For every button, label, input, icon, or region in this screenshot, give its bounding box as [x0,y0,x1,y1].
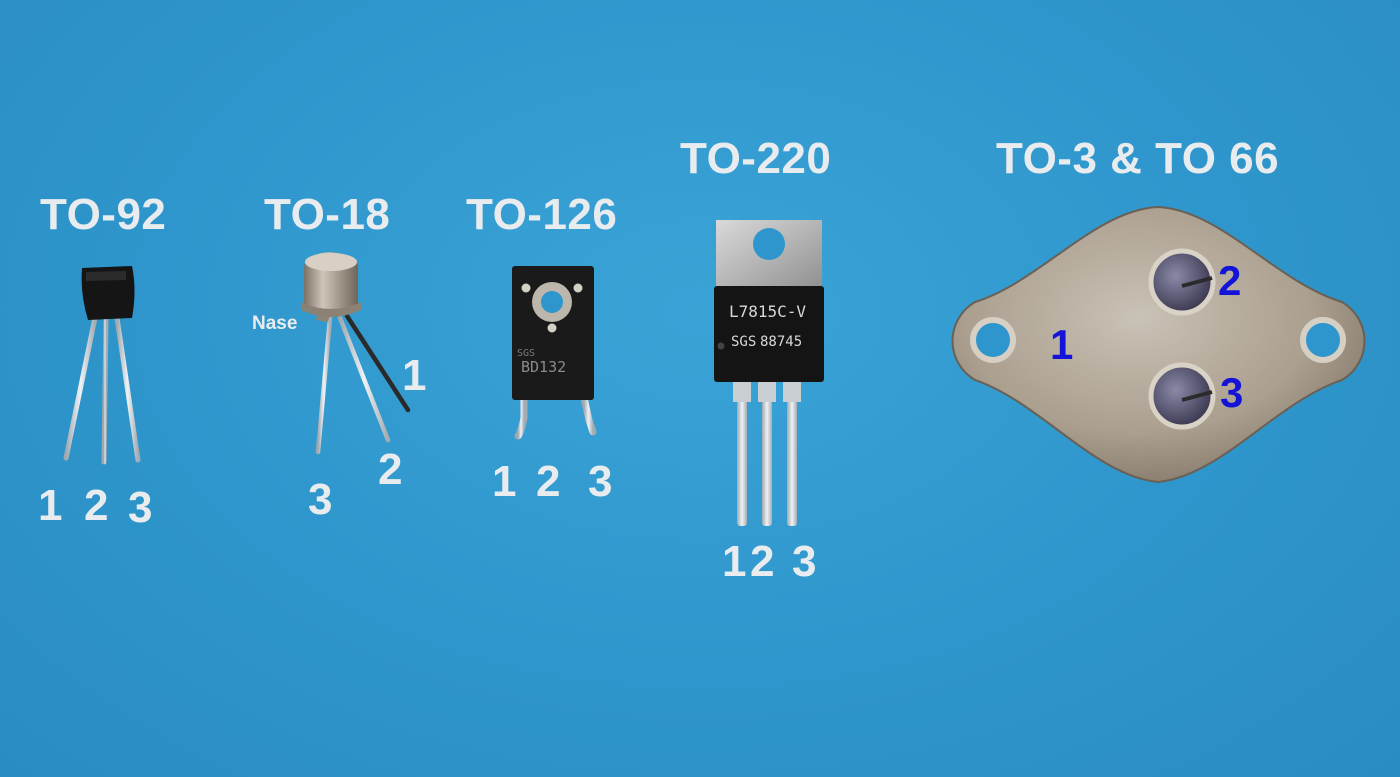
to126-pin-1-label: 1 [492,457,517,506]
to18-lead-2 [337,315,391,443]
to3-pin-1-label: 1 [1050,321,1074,368]
to92-transistor [63,266,141,465]
to126-title: TO-126 [466,190,618,239]
to18-transistor [301,252,411,455]
to3-mounting-hole-right [1300,317,1346,363]
to3-mounting-hole-left [970,317,1016,363]
to220-body [714,286,824,382]
to126-transistor: SGS BD132 [512,266,597,440]
to18-pin-1-label: 1 [402,351,427,400]
to92-title: TO-92 [40,190,167,239]
to126-pin-2-label: 2 [536,457,561,506]
to126-pin-3-label: 3 [588,457,613,506]
to220-mounting-hole [753,228,785,260]
to18-lead-3 [315,315,333,455]
to220-regulator: L7815C-V SGS 88745 [714,220,824,526]
to220-code: 88745 [760,334,802,350]
to3-title: TO-3 & TO 66 [996,134,1280,183]
svg-text:SGS: SGS [731,334,756,350]
to126-mounting-hole [541,291,563,313]
to220-title: TO-220 [680,134,832,183]
svg-text:SGS: SGS [517,348,535,359]
to92-pin-2-label: 2 [84,481,109,530]
to18-pin-2-label: 2 [378,445,403,494]
to126-lead-1 [514,394,528,440]
to220-lead-1 [737,378,747,526]
to92-lead-2 [101,315,109,465]
to220-marking: L7815C-V [729,302,806,321]
to220-lead-3 [787,378,797,526]
to220-pin-2-label: 2 [750,537,775,586]
to3-pin-3-seal [1148,362,1216,430]
to126-lead-3 [580,394,597,436]
to220-pin-1-label: 1 [722,537,747,586]
to18-pin-3-label: 3 [308,475,333,524]
to18-title: TO-18 [264,190,391,239]
to3-case [951,205,1366,484]
to3-transistor [951,205,1366,484]
to92-pin-3-label: 3 [128,483,153,532]
to18-tab-label: Nase [252,313,298,334]
to3-pin-2-seal [1148,248,1216,316]
to92-lead-1 [63,315,98,461]
to220-lead-2 [762,378,772,526]
to3-pin-2-label: 2 [1218,257,1242,304]
to92-lead-3 [114,315,141,463]
to126-marking: BD132 [521,358,566,376]
to92-pin-1-label: 1 [38,481,63,530]
to18-lead-1 [344,313,411,413]
to220-pin-3-label: 3 [792,537,817,586]
to3-pin-3-label: 3 [1220,369,1244,416]
